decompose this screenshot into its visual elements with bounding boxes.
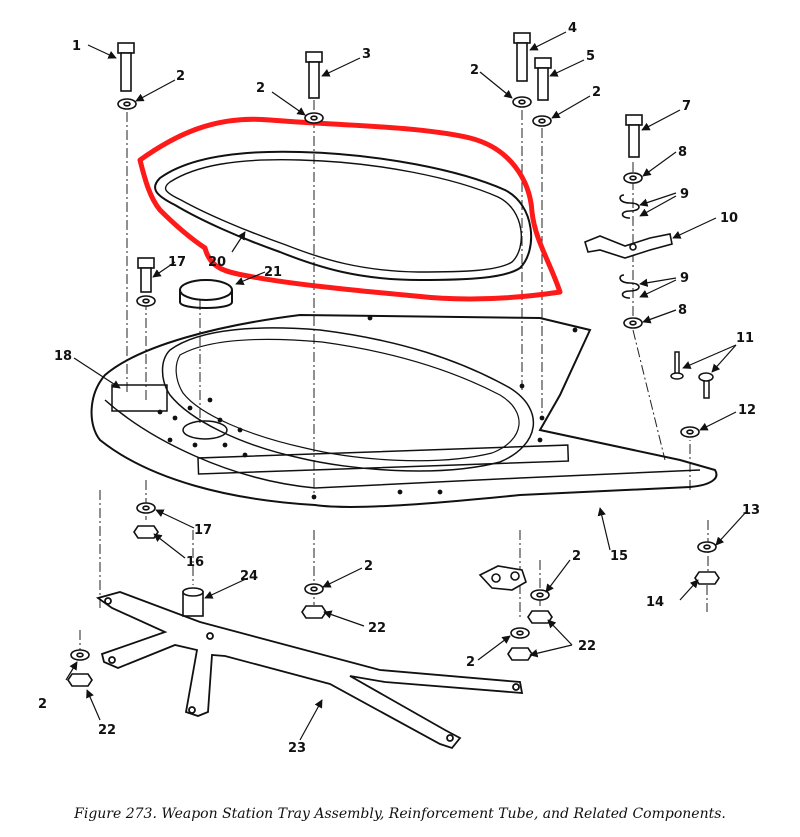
callout: 7 [682, 99, 691, 114]
callout: 3 [362, 47, 371, 62]
callout: 17 [194, 523, 212, 538]
callout: 8 [678, 303, 687, 318]
callout: 22 [368, 621, 386, 636]
callout: 12 [738, 403, 756, 418]
callout: 2 [38, 697, 47, 712]
callout: 2 [470, 63, 479, 78]
callout: 2 [592, 85, 601, 100]
callout: 23 [288, 741, 306, 756]
callout: 18 [54, 349, 72, 364]
callout: 1 [72, 39, 81, 54]
callout: 2 [466, 655, 475, 670]
ring-part [179, 279, 233, 309]
callout: 13 [742, 503, 760, 518]
callout: 20 [208, 255, 226, 270]
centerlines [79, 100, 709, 660]
callout: 21 [264, 265, 282, 280]
support-frame [95, 591, 524, 750]
callout: 10 [720, 211, 738, 226]
tray-assembly [90, 313, 718, 508]
rivets [670, 351, 714, 399]
lower-clip [478, 565, 527, 591]
highlight-outline [137, 116, 563, 302]
callout: 4 [568, 21, 577, 36]
callout: 8 [678, 145, 687, 160]
exploded-parts-diagram: 1 2 3 2 2 4 5 2 7 8 9 10 9 8 11 12 20 17… [38, 21, 760, 756]
callout: 22 [578, 639, 596, 654]
callout: 2 [256, 81, 265, 96]
callout: 14 [646, 595, 664, 610]
callout: 17 [168, 255, 186, 270]
callout: 2 [364, 559, 373, 574]
clips-and-bracket [584, 194, 673, 299]
callout: 2 [176, 69, 185, 84]
figure-caption: Figure 273. Weapon Station Tray Assembly… [74, 806, 726, 822]
callout: 5 [586, 49, 595, 64]
callout-labels: 1 2 3 2 2 4 5 2 7 8 9 10 9 8 11 12 20 17… [38, 21, 760, 756]
reinforcement-tube [154, 150, 533, 282]
callout: 2 [572, 549, 581, 564]
callout: 9 [680, 271, 689, 286]
callout: 9 [680, 187, 689, 202]
callout: 16 [186, 555, 204, 570]
fasteners [67, 32, 720, 687]
callout: 15 [610, 549, 628, 564]
callout: 22 [98, 723, 116, 738]
leader-arrows [65, 31, 747, 741]
callout: 11 [736, 331, 754, 346]
callout: 24 [240, 569, 258, 584]
